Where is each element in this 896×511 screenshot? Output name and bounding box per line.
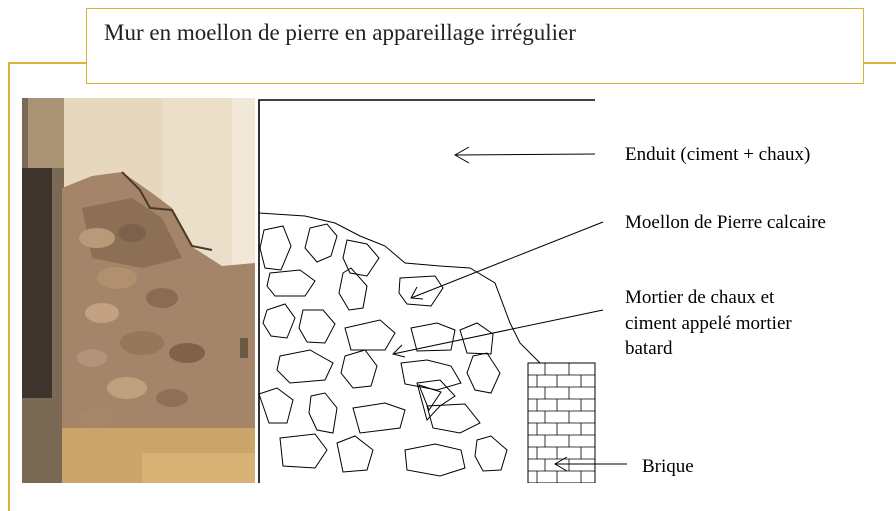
label-moellon: Moellon de Pierre calcaire	[625, 212, 826, 233]
enduit-arrow	[454, 153, 596, 156]
label-mortier-line2: ciment appelé mortier	[625, 312, 792, 334]
wall-photo	[22, 98, 255, 483]
label-brique: Brique	[642, 456, 694, 477]
frame-top-border-right	[864, 62, 896, 64]
rubble-stones	[258, 223, 508, 477]
title-box	[86, 8, 864, 84]
label-mortier-line3: batard	[625, 338, 673, 360]
moellon-arrow	[410, 221, 604, 299]
mortier-arrow	[392, 309, 604, 355]
rubble-wall-boundary	[258, 212, 595, 364]
plaster-outline	[258, 99, 595, 483]
frame-top-border-left	[8, 62, 86, 64]
frame-left-border	[8, 62, 10, 511]
mortar-triangle	[418, 384, 442, 412]
page-title: Mur en moellon de pierre en appareillage…	[104, 20, 576, 45]
label-mortier-line1: Mortier de chaux et	[625, 287, 775, 308]
wall-section-diagram	[258, 99, 627, 483]
label-enduit: Enduit (ciment + chaux)	[625, 144, 811, 165]
leader-arrows	[392, 146, 627, 472]
brick-courses	[528, 363, 595, 483]
label-mortier: Mortier de chaux et ciment appelé mortie…	[625, 285, 792, 362]
